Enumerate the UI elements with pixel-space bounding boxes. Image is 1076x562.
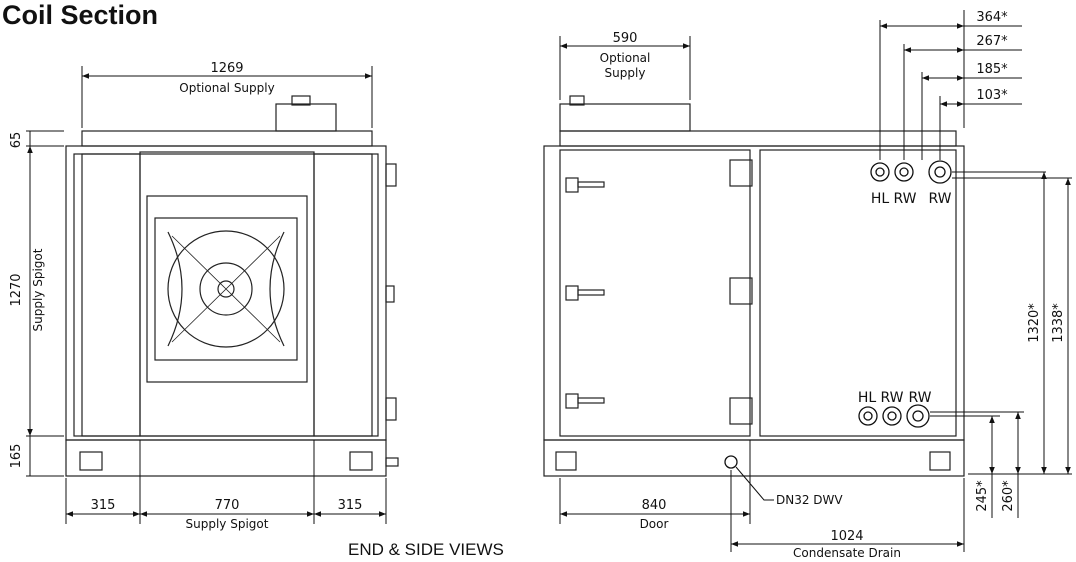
fan-plate [154,217,298,361]
end-top-flange [81,130,373,147]
upper-hl-port [870,162,890,182]
dim-1269: 1269 [210,61,243,76]
end-spigot-opening [139,151,315,437]
end-view [65,95,399,477]
end-base-rail [65,439,387,477]
dimension-lines [26,10,1072,552]
dim-840: 840 [642,498,667,513]
fan-wheel [167,230,285,348]
upper-rw-port-2 [928,160,952,184]
dim-65: 65 [9,132,24,149]
side-base-rail [543,439,965,477]
label-supply: Supply [605,66,646,80]
dim-770: 770 [215,498,240,513]
dim-315-right: 315 [338,498,363,513]
lower-port-label-hl: HL [858,390,877,406]
label-dn32-dwv: DN32 DWV [776,493,843,507]
lower-rw-port-2 [906,404,930,428]
dimension-labels: 1269 Optional Supply 65 1270 Supply Spig… [9,10,1066,560]
label-optional-supply: Optional Supply [179,81,274,95]
dim-260: 260* [1001,480,1016,512]
end-top-actuator [275,103,337,132]
figure-caption: END & SIDE VIEWS [348,540,504,559]
dim-1320: 1320* [1027,303,1042,343]
upper-port-label-rw-2: RW [928,191,951,207]
lower-port-label-rw-1: RW [880,390,903,406]
label-door: Door [640,517,669,531]
dim-1338: 1338* [1051,303,1066,343]
dim-267: 267* [976,34,1008,49]
label-condensate-drain: Condensate Drain [793,546,901,560]
lower-rw-port-1 [882,406,902,426]
dim-364: 364* [976,10,1008,25]
end-casing [65,145,387,441]
side-top-box [559,103,691,132]
upper-rw-port-1 [894,162,914,182]
dim-103: 103* [976,88,1008,103]
access-door [559,149,751,437]
dim-245: 245* [975,480,990,512]
label-optional: Optional [600,51,651,65]
upper-port-label-hl: HL [871,191,890,207]
lower-port-label-rw-2: RW [908,390,931,406]
label-supply-spigot: Supply Spigot [186,517,269,531]
dim-590: 590 [613,31,638,46]
upper-port-label-rw-1: RW [893,191,916,207]
side-view [543,95,965,477]
dim-1270: 1270 [9,273,24,306]
page-title: Coil Section [2,0,159,30]
condensate-drain-port [724,455,738,469]
label-supply-spigot-vertical: Supply Spigot [31,248,45,331]
lower-hl-port [858,406,878,426]
coil-panel [759,149,957,437]
dim-165: 165 [9,444,24,469]
dim-185: 185* [976,62,1008,77]
pipe-connections [724,160,952,469]
dim-315-left: 315 [91,498,116,513]
dim-1024: 1024 [830,529,863,544]
